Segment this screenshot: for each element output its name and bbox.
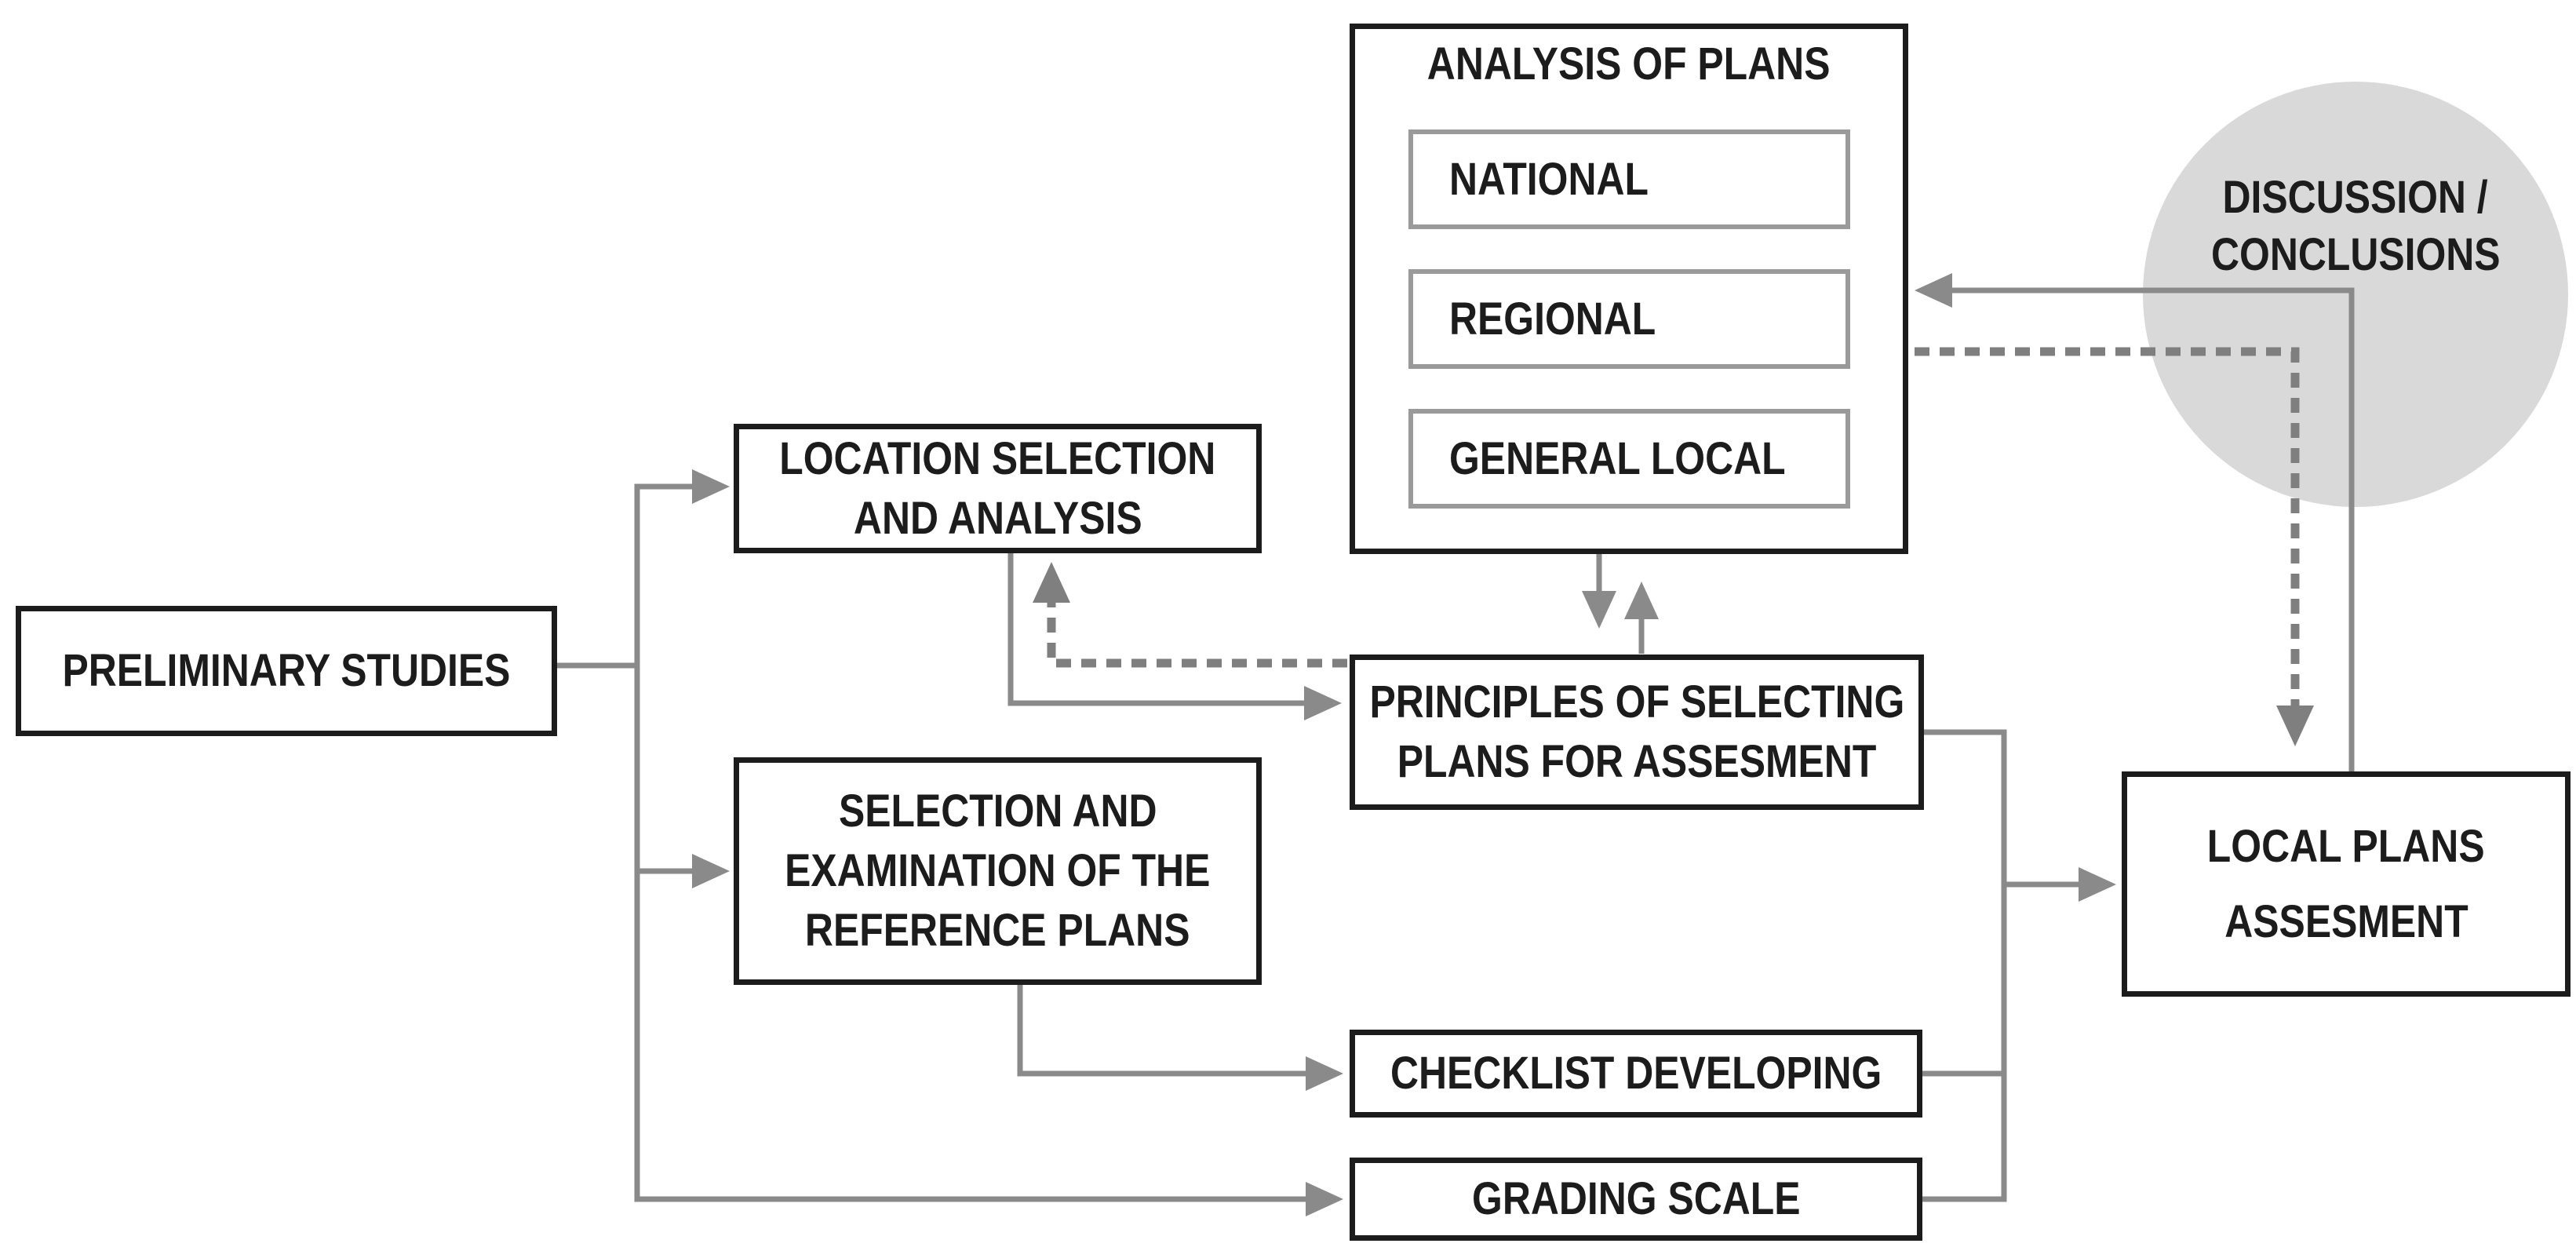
- grading-scale-label: GRADING SCALE: [1471, 1173, 1801, 1224]
- analysis-item-regional: REGIONAL: [1408, 269, 1850, 369]
- arrowhead-dashed-down-localplans: [2276, 706, 2314, 746]
- discussion-conclusions-label: DISCUSSION / CONCLUSIONS: [2143, 169, 2568, 283]
- principles-box: PRINCIPLES OF SELECTING PLANS FOR ASSESM…: [1350, 655, 1924, 810]
- discussion-line1: DISCUSSION /: [2222, 172, 2489, 223]
- selection-examination-line2: EXAMINATION OF THE: [785, 845, 1211, 896]
- principles-line1: PRINCIPLES OF SELECTING: [1369, 676, 1904, 727]
- analysis-item-general-local: GENERAL LOCAL: [1408, 409, 1850, 509]
- connector-principles-bus: [1921, 729, 2007, 1202]
- connector-preliminary-trunk: [634, 483, 1307, 1202]
- arrowhead-into-analysis-left: [1915, 273, 1952, 308]
- checklist-developing-box: CHECKLIST DEVELOPING: [1350, 1030, 1922, 1118]
- selection-examination-line1: SELECTION AND: [838, 786, 1157, 837]
- discussion-conclusions-circle: [2143, 82, 2568, 507]
- location-selection-line2: AND ANALYSIS: [853, 492, 1142, 544]
- arrowhead-into-location: [692, 469, 730, 504]
- local-plans-assesment-box: LOCAL PLANS ASSESMENT: [2122, 771, 2571, 997]
- preliminary-studies-label: PRELIMINARY STUDIES: [62, 645, 511, 696]
- selection-examination-box: SELECTION AND EXAMINATION OF THE REFEREN…: [734, 757, 1262, 985]
- local-plans-line1: LOCAL PLANS: [2207, 820, 2485, 872]
- location-selection-box: LOCATION SELECTION AND ANALYSIS: [734, 424, 1262, 553]
- dashed-connectors: [1047, 347, 2300, 709]
- dashed-arrowheads: [1033, 562, 2314, 746]
- connector-localplans-feedback: [1951, 287, 2355, 773]
- solid-connectors: [541, 287, 2355, 1202]
- principles-line2: PLANS FOR ASSESMENT: [1397, 736, 1877, 787]
- arrowhead-dashed-up-location: [1033, 562, 1070, 603]
- arrowhead-into-checklist: [1306, 1056, 1343, 1091]
- arrowhead-into-principles: [1304, 686, 1342, 720]
- arrowheads: [692, 273, 2116, 1216]
- arrowhead-principles-up: [1624, 582, 1659, 619]
- dashed-principles-to-location: [1047, 601, 1347, 668]
- grading-scale-box: GRADING SCALE: [1350, 1158, 1922, 1241]
- preliminary-studies-box: PRELIMINARY STUDIES: [16, 606, 557, 736]
- selection-examination-line3: REFERENCE PLANS: [805, 905, 1190, 956]
- arrowhead-into-selection: [692, 854, 730, 888]
- arrowhead-into-grading: [1306, 1182, 1343, 1216]
- local-plans-line2: ASSESMENT: [2224, 895, 2469, 947]
- connector-location-to-principles: [1007, 549, 1306, 706]
- location-selection-line1: LOCATION SELECTION: [779, 432, 1216, 484]
- analysis-of-plans-title: ANALYSIS OF PLANS: [1427, 38, 1831, 89]
- dashed-analysis-to-localplans: [1915, 347, 2300, 709]
- discussion-line2: CONCLUSIONS: [2210, 229, 2501, 280]
- checklist-developing-label: CHECKLIST DEVELOPING: [1390, 1048, 1882, 1099]
- arrowhead-into-localplans: [2079, 867, 2116, 902]
- connector-selection-to-checklist: [1017, 981, 1307, 1077]
- analysis-item-national: NATIONAL: [1408, 129, 1850, 229]
- arrowhead-analysis-down: [1582, 591, 1616, 629]
